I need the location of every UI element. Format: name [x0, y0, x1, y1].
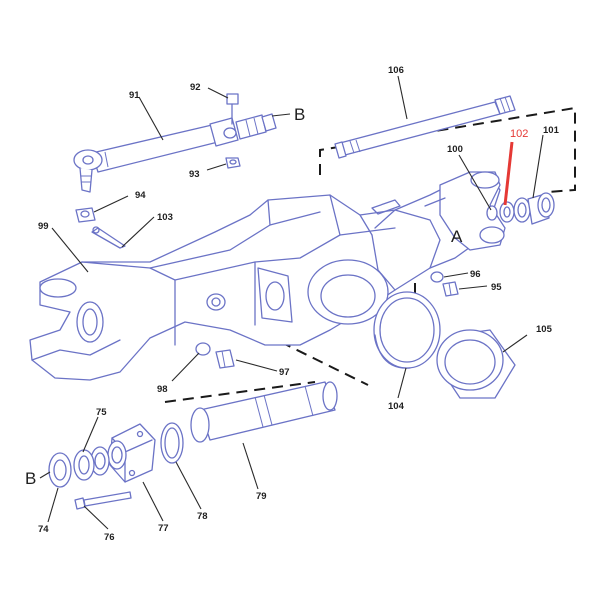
callout-104: 104 — [388, 401, 405, 412]
reference-letter-b-top: B — [294, 105, 305, 124]
pivot-pin-79 — [190, 381, 338, 443]
callout-106: 106 — [388, 65, 404, 76]
cotter-pin-103-part — [91, 226, 126, 249]
callout-103: 103 — [157, 212, 173, 223]
callout-labels: 91 92 93 94 103 99 106 100 102 101 96 95… — [38, 65, 560, 543]
callout-95: 95 — [491, 282, 502, 293]
bolt-76 — [74, 491, 132, 510]
callout-75: 75 — [96, 407, 107, 418]
callout-97: 97 — [279, 367, 290, 378]
callout-98: 98 — [157, 384, 168, 395]
reference-letters: B A B — [25, 105, 463, 488]
cap-77 — [107, 423, 156, 483]
seal-ring-104 — [373, 291, 441, 369]
reference-letter-a: A — [451, 227, 463, 246]
leader-lines — [39, 75, 544, 530]
callout-91: 91 — [129, 90, 140, 101]
right-end-bushings — [486, 192, 555, 225]
nut-94-part — [75, 207, 96, 223]
callout-96: 96 — [470, 269, 481, 280]
reference-letter-b-left: B — [25, 469, 36, 488]
callout-79: 79 — [256, 491, 267, 502]
callout-76: 76 — [104, 532, 115, 543]
tie-rod-assembly — [73, 93, 277, 193]
axle-shaft — [334, 95, 516, 159]
callout-74: 74 — [38, 524, 49, 535]
callout-100: 100 — [447, 144, 463, 155]
bearing-cup-105 — [436, 329, 516, 399]
oring-78 — [160, 422, 184, 464]
seals-75-and-washer-74 — [48, 446, 110, 488]
highlight-bar-102 — [503, 141, 514, 206]
callout-92: 92 — [190, 82, 201, 93]
callout-93: 93 — [189, 169, 200, 180]
callout-105: 105 — [536, 324, 553, 335]
callout-101: 101 — [543, 125, 560, 136]
axle-housing — [29, 171, 506, 381]
callout-102-highlighted: 102 — [510, 128, 528, 140]
plug-97-and-oring-98 — [195, 342, 235, 369]
callout-78: 78 — [197, 511, 208, 522]
callout-77: 77 — [158, 523, 169, 534]
callout-94: 94 — [135, 190, 146, 201]
plug-95-and-oring-96 — [430, 271, 459, 297]
callout-99: 99 — [38, 221, 49, 232]
